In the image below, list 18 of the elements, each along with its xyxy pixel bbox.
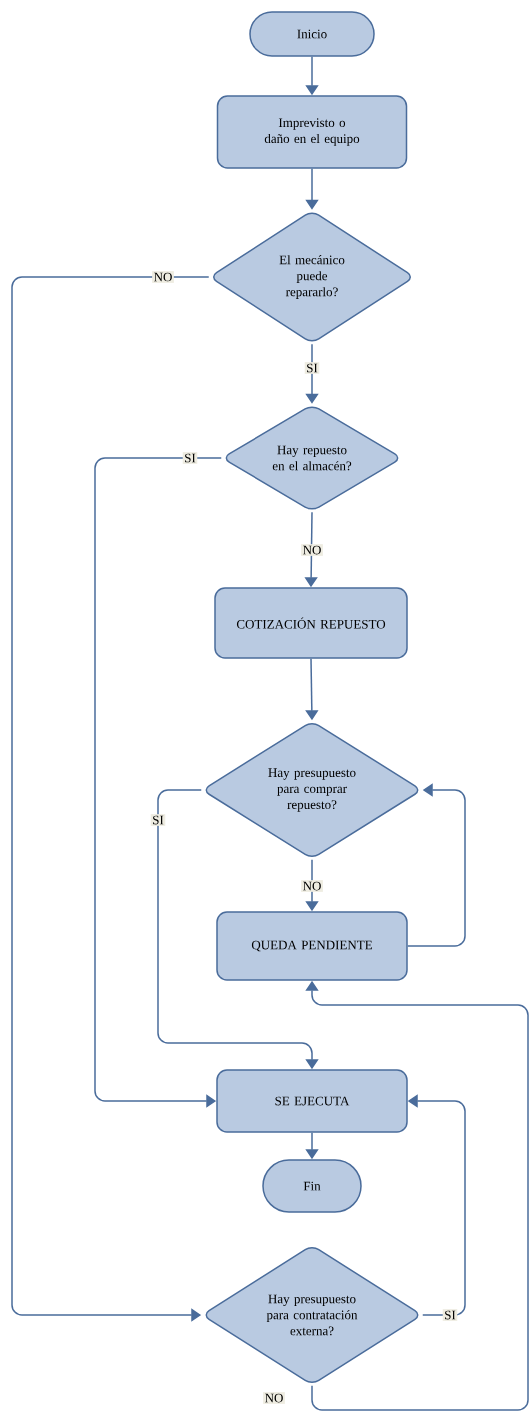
process-box: Imprevisto o daño en el equipo <box>216 95 408 169</box>
edge-label: NO <box>263 1392 285 1404</box>
process-box: QUEDA PENDIENTE <box>216 911 408 981</box>
arrow <box>305 343 319 404</box>
edge-label: NO <box>301 880 323 892</box>
arrow <box>94 457 222 1108</box>
edge-label: SI <box>304 362 320 374</box>
edge-label: SI <box>182 452 198 464</box>
terminal-box: Fin <box>262 1159 362 1213</box>
arrow <box>305 168 319 210</box>
edge-label: NO <box>152 271 174 283</box>
edge-label: NO <box>301 544 323 556</box>
edge-label: SI <box>442 1309 458 1321</box>
arrow <box>11 276 210 1322</box>
terminal-box: Inicio <box>249 11 375 57</box>
edge-label: SI <box>150 814 166 826</box>
process-box: COTIZACIÓN REPUESTO <box>214 587 408 659</box>
process-box: SE EJECUTA <box>216 1069 408 1133</box>
